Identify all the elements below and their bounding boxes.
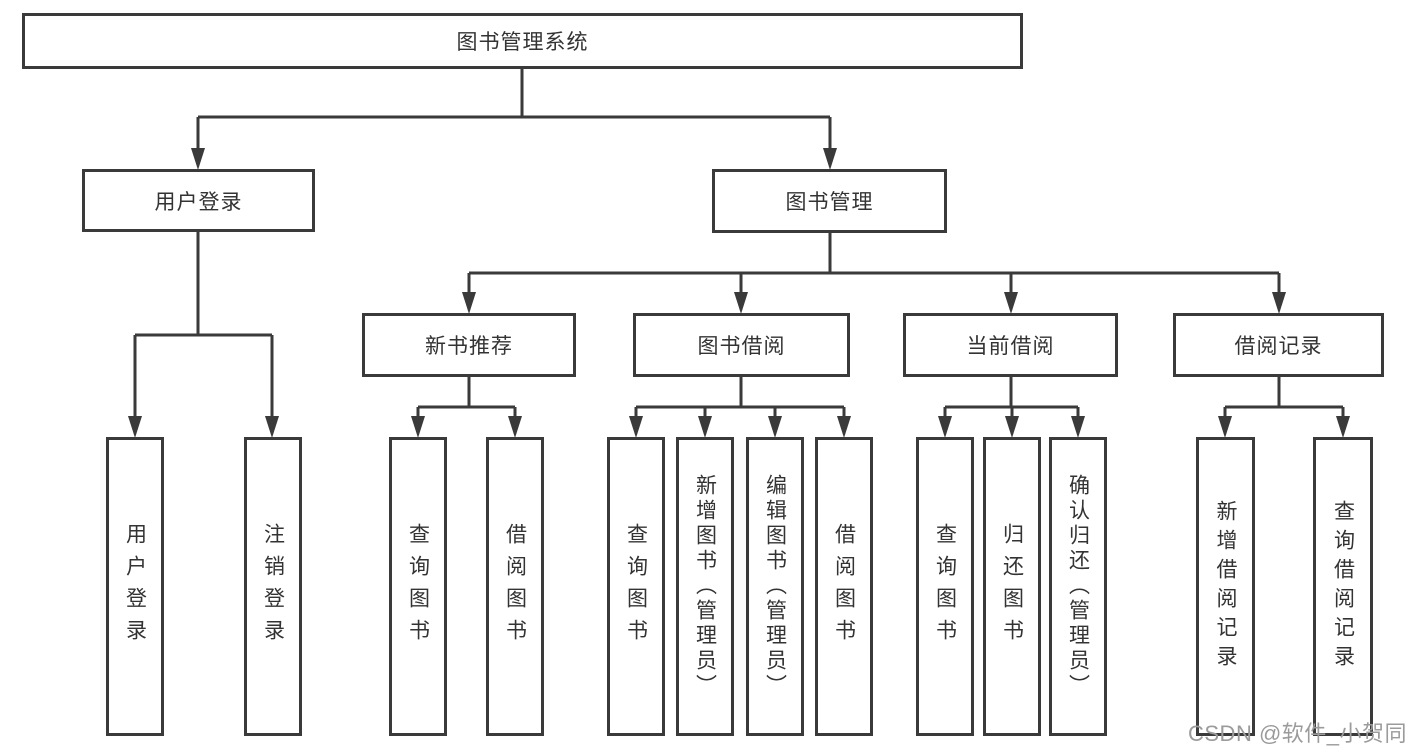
leaf-current-query-books-label: 查询图书 xyxy=(933,522,957,651)
node-current-borrowing-label: 当前借阅 xyxy=(966,335,1055,358)
node-borrowing-records: 借阅记录 xyxy=(1173,313,1384,377)
node-user-login-label: 用户登录 xyxy=(154,190,243,214)
leaf-return-books-label: 归还图书 xyxy=(1000,522,1024,651)
node-new-book-recommend: 新书推荐 xyxy=(362,313,576,377)
leaf-confirm-return-admin: 确认归还（管理员） xyxy=(1049,437,1107,736)
leaf-add-books-admin-label: 新增图书（管理员） xyxy=(693,474,717,699)
leaf-add-books-admin: 新增图书（管理员） xyxy=(676,437,734,736)
node-root-label: 图书管理系统 xyxy=(456,31,589,54)
leaf-newbook-query-books-label: 查询图书 xyxy=(406,522,430,651)
leaf-newbook-borrow-books: 借阅图书 xyxy=(486,437,544,736)
leaf-logout-label: 注销登录 xyxy=(261,522,285,651)
leaf-add-borrow-record-label: 新增借阅记录 xyxy=(1214,499,1237,674)
leaf-newbook-query-books: 查询图书 xyxy=(389,437,447,736)
node-book-borrowing-label: 图书借阅 xyxy=(697,335,786,358)
node-user-login: 用户登录 xyxy=(82,169,315,232)
node-borrowing-records-label: 借阅记录 xyxy=(1234,335,1323,358)
leaf-current-query-books: 查询图书 xyxy=(916,437,974,736)
node-book-borrowing: 图书借阅 xyxy=(633,313,850,377)
node-book-management: 图书管理 xyxy=(712,169,947,233)
leaf-newbook-borrow-books-label: 借阅图书 xyxy=(503,522,527,651)
leaf-edit-books-admin: 编辑图书（管理员） xyxy=(746,437,804,736)
leaf-borrow-books: 借阅图书 xyxy=(815,437,873,736)
node-book-management-label: 图书管理 xyxy=(785,191,874,214)
leaf-confirm-return-admin-label: 确认归还（管理员） xyxy=(1066,474,1090,699)
leaf-borrowing-query-books-label: 查询图书 xyxy=(624,522,648,651)
leaf-edit-books-admin-label: 编辑图书（管理员） xyxy=(763,474,787,699)
leaf-logout: 注销登录 xyxy=(244,437,302,736)
leaf-borrowing-query-books: 查询图书 xyxy=(607,437,665,736)
leaf-query-borrow-record-label: 查询借阅记录 xyxy=(1331,499,1355,674)
leaf-add-borrow-record: 新增借阅记录 xyxy=(1196,437,1255,736)
node-current-borrowing: 当前借阅 xyxy=(903,313,1118,377)
node-new-book-recommend-label: 新书推荐 xyxy=(425,335,513,358)
csdn-watermark: CSDN @软件_小贺同学 xyxy=(1188,721,1405,746)
node-root-library-system: 图书管理系统 xyxy=(22,13,1023,69)
leaf-user-login: 用户登录 xyxy=(106,437,164,736)
leaf-borrow-books-label: 借阅图书 xyxy=(832,522,856,651)
arrowheads xyxy=(128,148,1350,438)
leaf-return-books: 归还图书 xyxy=(983,437,1041,736)
leaf-query-borrow-record: 查询借阅记录 xyxy=(1313,437,1373,736)
leaf-user-login-label: 用户登录 xyxy=(123,522,147,651)
